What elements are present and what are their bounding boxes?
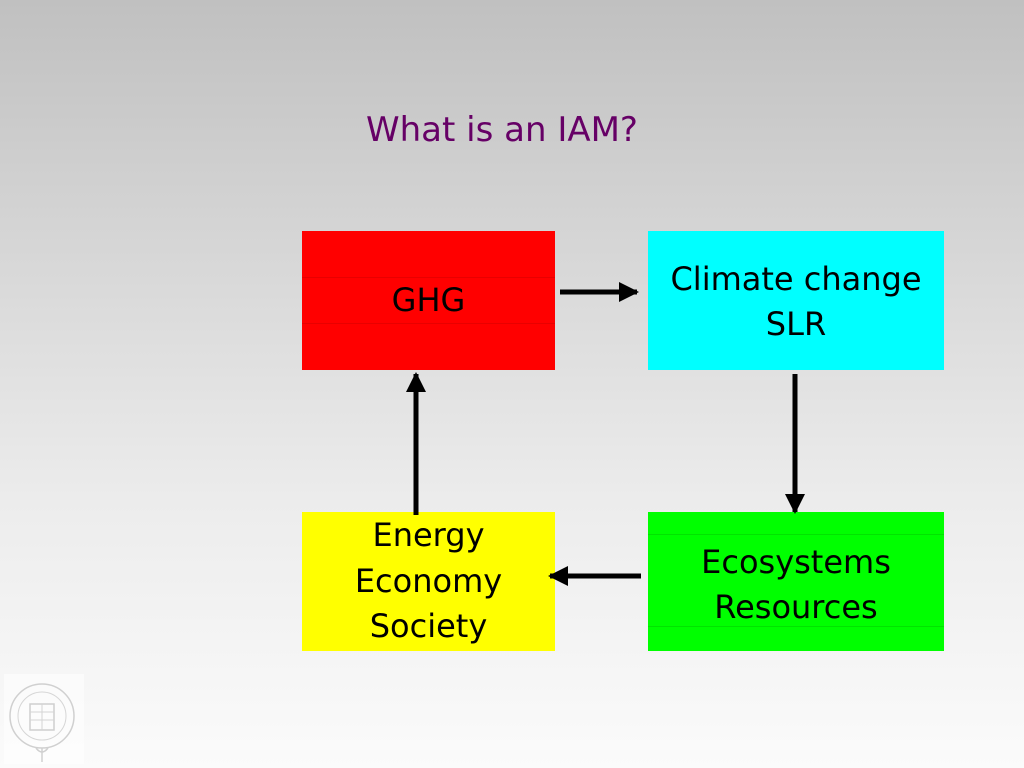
ecosystems-resources-label: Ecosystems Resources xyxy=(701,543,891,626)
box-divider xyxy=(302,323,555,324)
box-divider xyxy=(302,277,555,278)
box-divider xyxy=(648,534,944,535)
ghg-box: GHG xyxy=(302,231,555,370)
climate-change-label: Climate change SLR xyxy=(670,260,922,343)
ghg-label: GHG xyxy=(391,281,466,320)
energy-economy-society-label: Energy Economy Society xyxy=(354,516,503,646)
climate-change-box: Climate change SLR xyxy=(648,231,944,370)
ecosystems-resources-box: Ecosystems Resources xyxy=(648,512,944,651)
slide-title: What is an IAM? xyxy=(366,110,638,150)
university-seal-icon xyxy=(4,674,84,764)
box-divider xyxy=(648,626,944,627)
energy-economy-society-box: Energy Economy Society xyxy=(302,512,555,651)
